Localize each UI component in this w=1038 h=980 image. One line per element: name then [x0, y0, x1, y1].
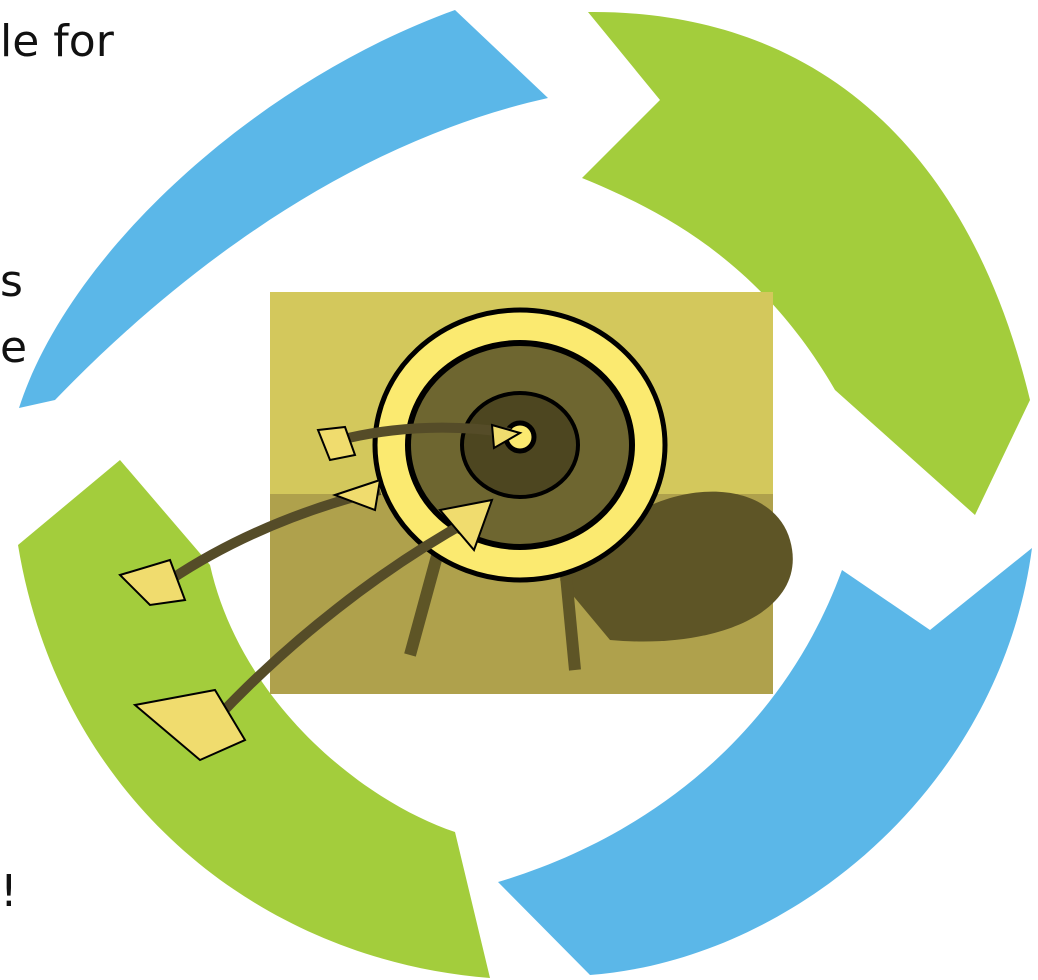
slide-text-line-1: le for: [0, 20, 114, 64]
slide-text-line-4: !: [0, 870, 18, 914]
slide-text-line-3: e: [0, 326, 27, 370]
slide-text-line-2: s: [0, 260, 23, 304]
